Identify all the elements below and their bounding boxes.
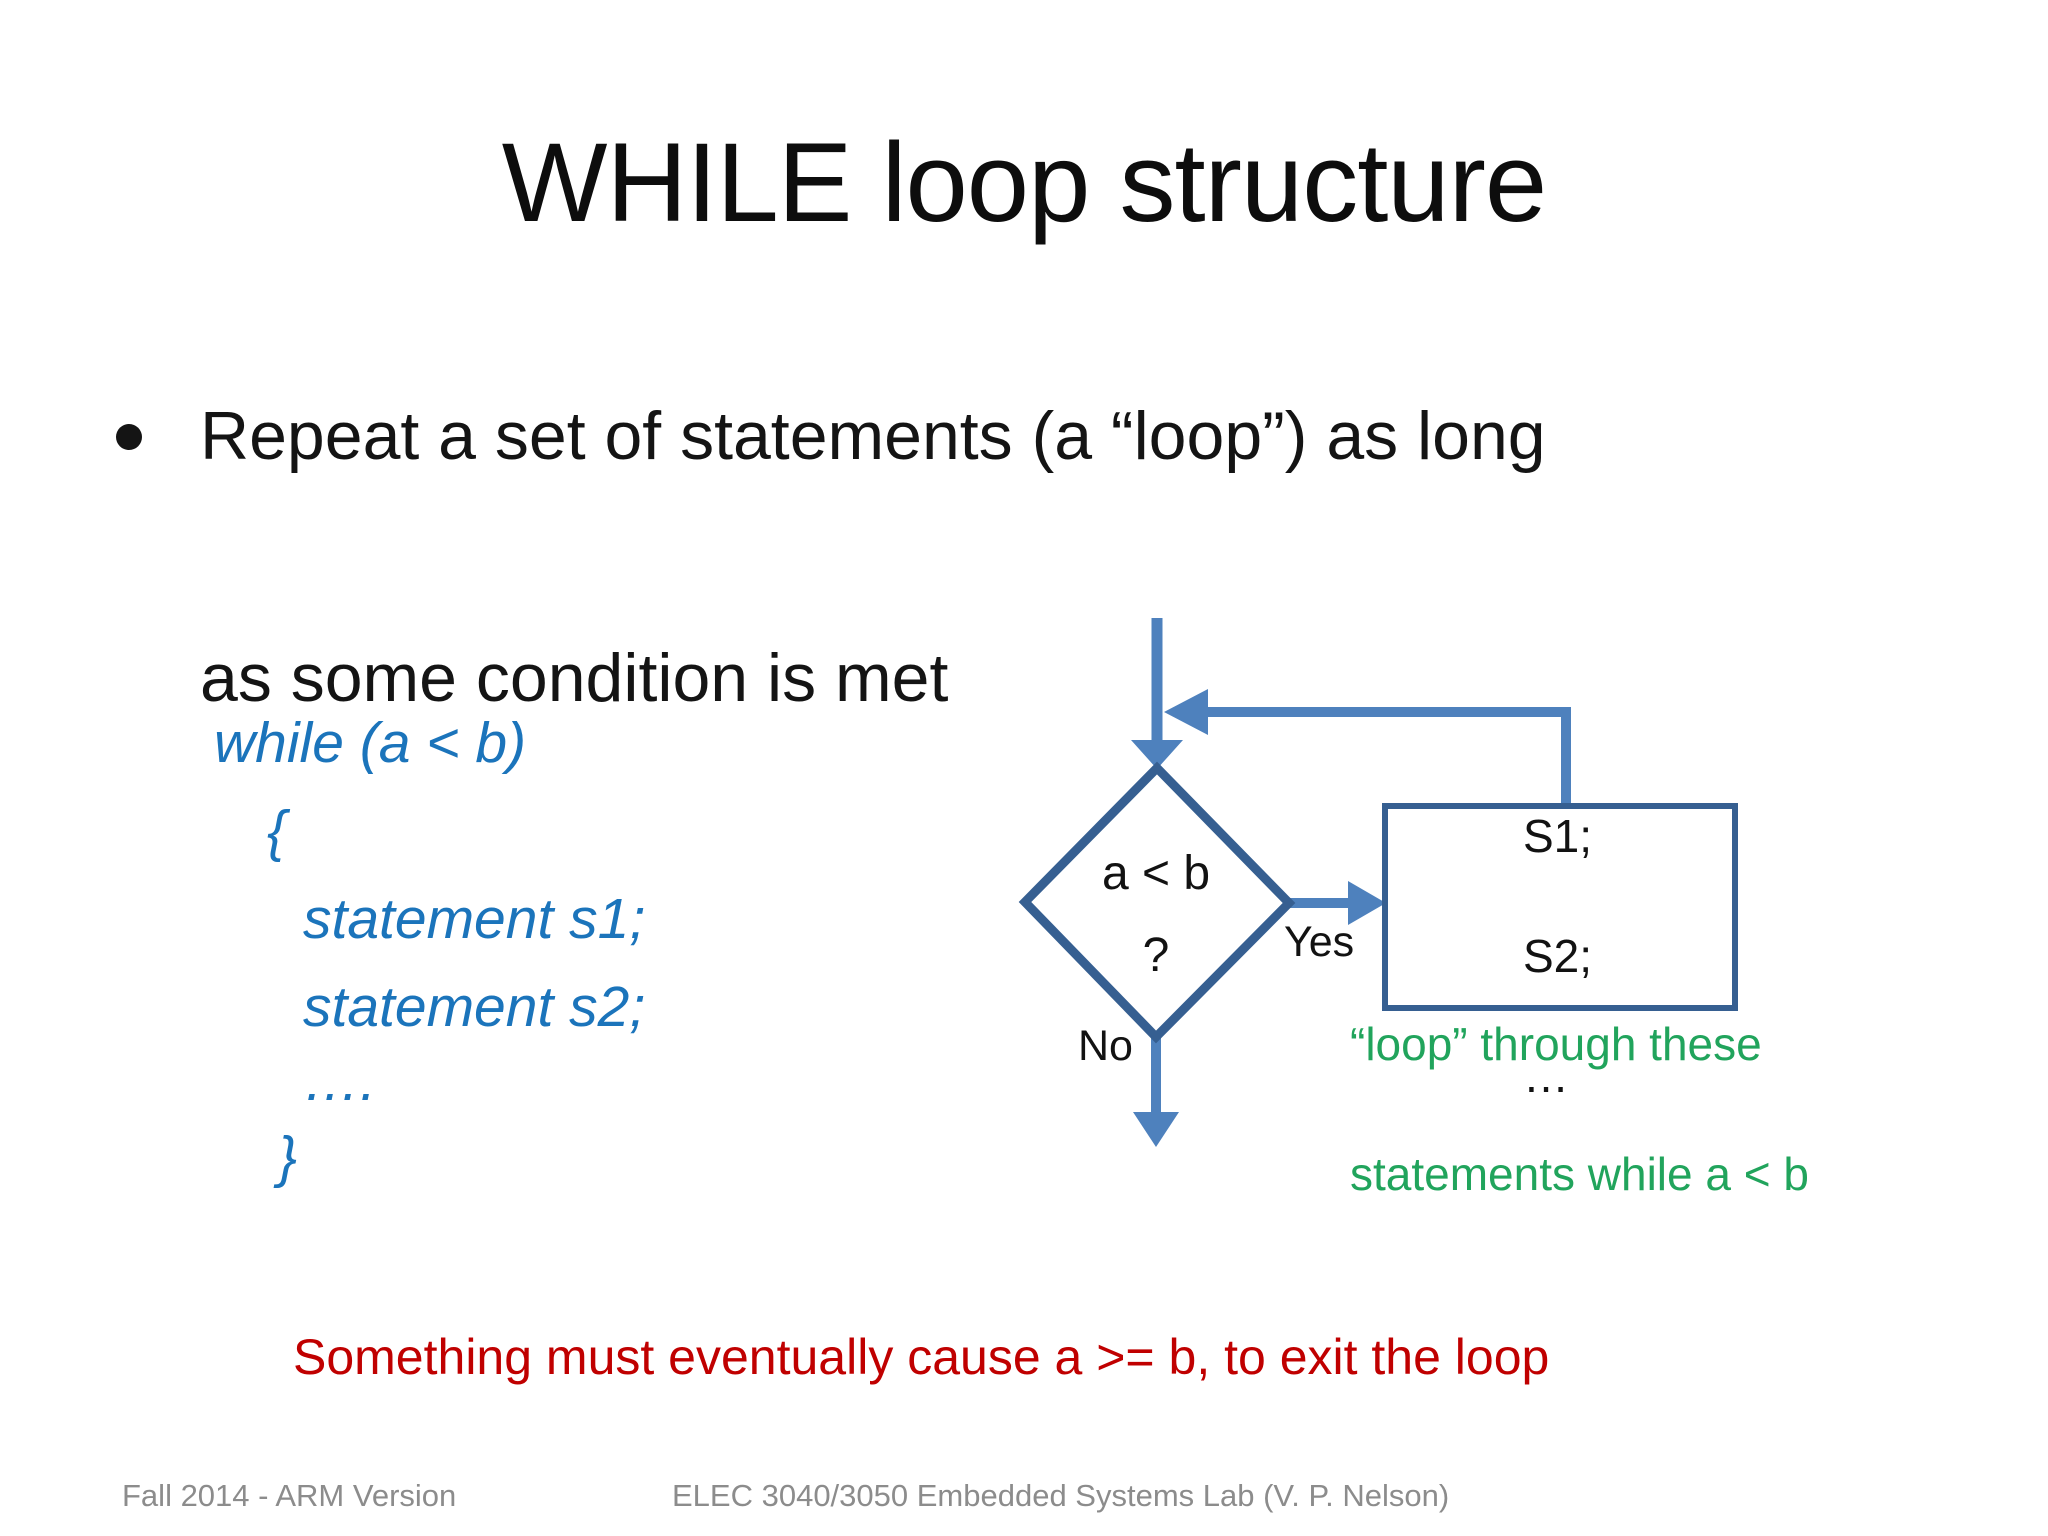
process-box-line-1: S1; <box>1523 810 1593 862</box>
footer-left: Fall 2014 - ARM Version <box>122 1478 457 1513</box>
no-arrow-head-icon <box>1133 1112 1179 1147</box>
red-warning-text: Something must eventually cause a >= b, … <box>293 1329 1550 1385</box>
code-line-ellipsis: …. <box>303 1049 376 1113</box>
process-box-line-2: S2; <box>1523 930 1593 982</box>
footer-center: ELEC 3040/3050 Embedded Systems Lab (V. … <box>672 1478 1450 1513</box>
green-annotation-line-2: statements while a < b <box>1350 1148 1809 1200</box>
code-line-statement-s1: statement s1; <box>303 887 646 951</box>
bullet-text: Repeat a set of statements (a “loop”) as… <box>200 376 1920 739</box>
yes-arrow-head-icon <box>1348 881 1386 925</box>
page-title: WHILE loop structure <box>501 120 1547 245</box>
code-line-open-brace: { <box>267 799 287 863</box>
code-line-while: while (a < b) <box>214 711 527 775</box>
bullet-line-2: as some condition is met <box>200 640 949 716</box>
process-box <box>1382 803 1738 1011</box>
bullet-icon <box>116 424 142 450</box>
loop-back-line <box>1202 707 1571 808</box>
process-box-text: S1; S2; … <box>1523 806 1592 1106</box>
process-box-line-3: … <box>1523 1050 1569 1102</box>
bullet-line-1: Repeat a set of statements (a “loop”) as… <box>200 398 1546 474</box>
code-line-statement-s2: statement s2; <box>303 975 646 1039</box>
no-label: No <box>1078 1022 1133 1070</box>
yes-label: Yes <box>1284 918 1355 966</box>
code-line-close-brace: } <box>278 1125 298 1189</box>
green-annotation: “loop” through these statements while a … <box>1350 1012 1809 1207</box>
decision-diamond <box>1018 761 1296 1044</box>
diamond-question-mark: ? <box>1142 929 1170 982</box>
loop-back-arrow-head-icon <box>1164 689 1208 735</box>
green-annotation-line-1: “loop” through these <box>1350 1018 1762 1070</box>
diamond-condition-label: a < b <box>1101 847 1211 900</box>
entry-arrow-head-icon <box>1131 740 1183 769</box>
